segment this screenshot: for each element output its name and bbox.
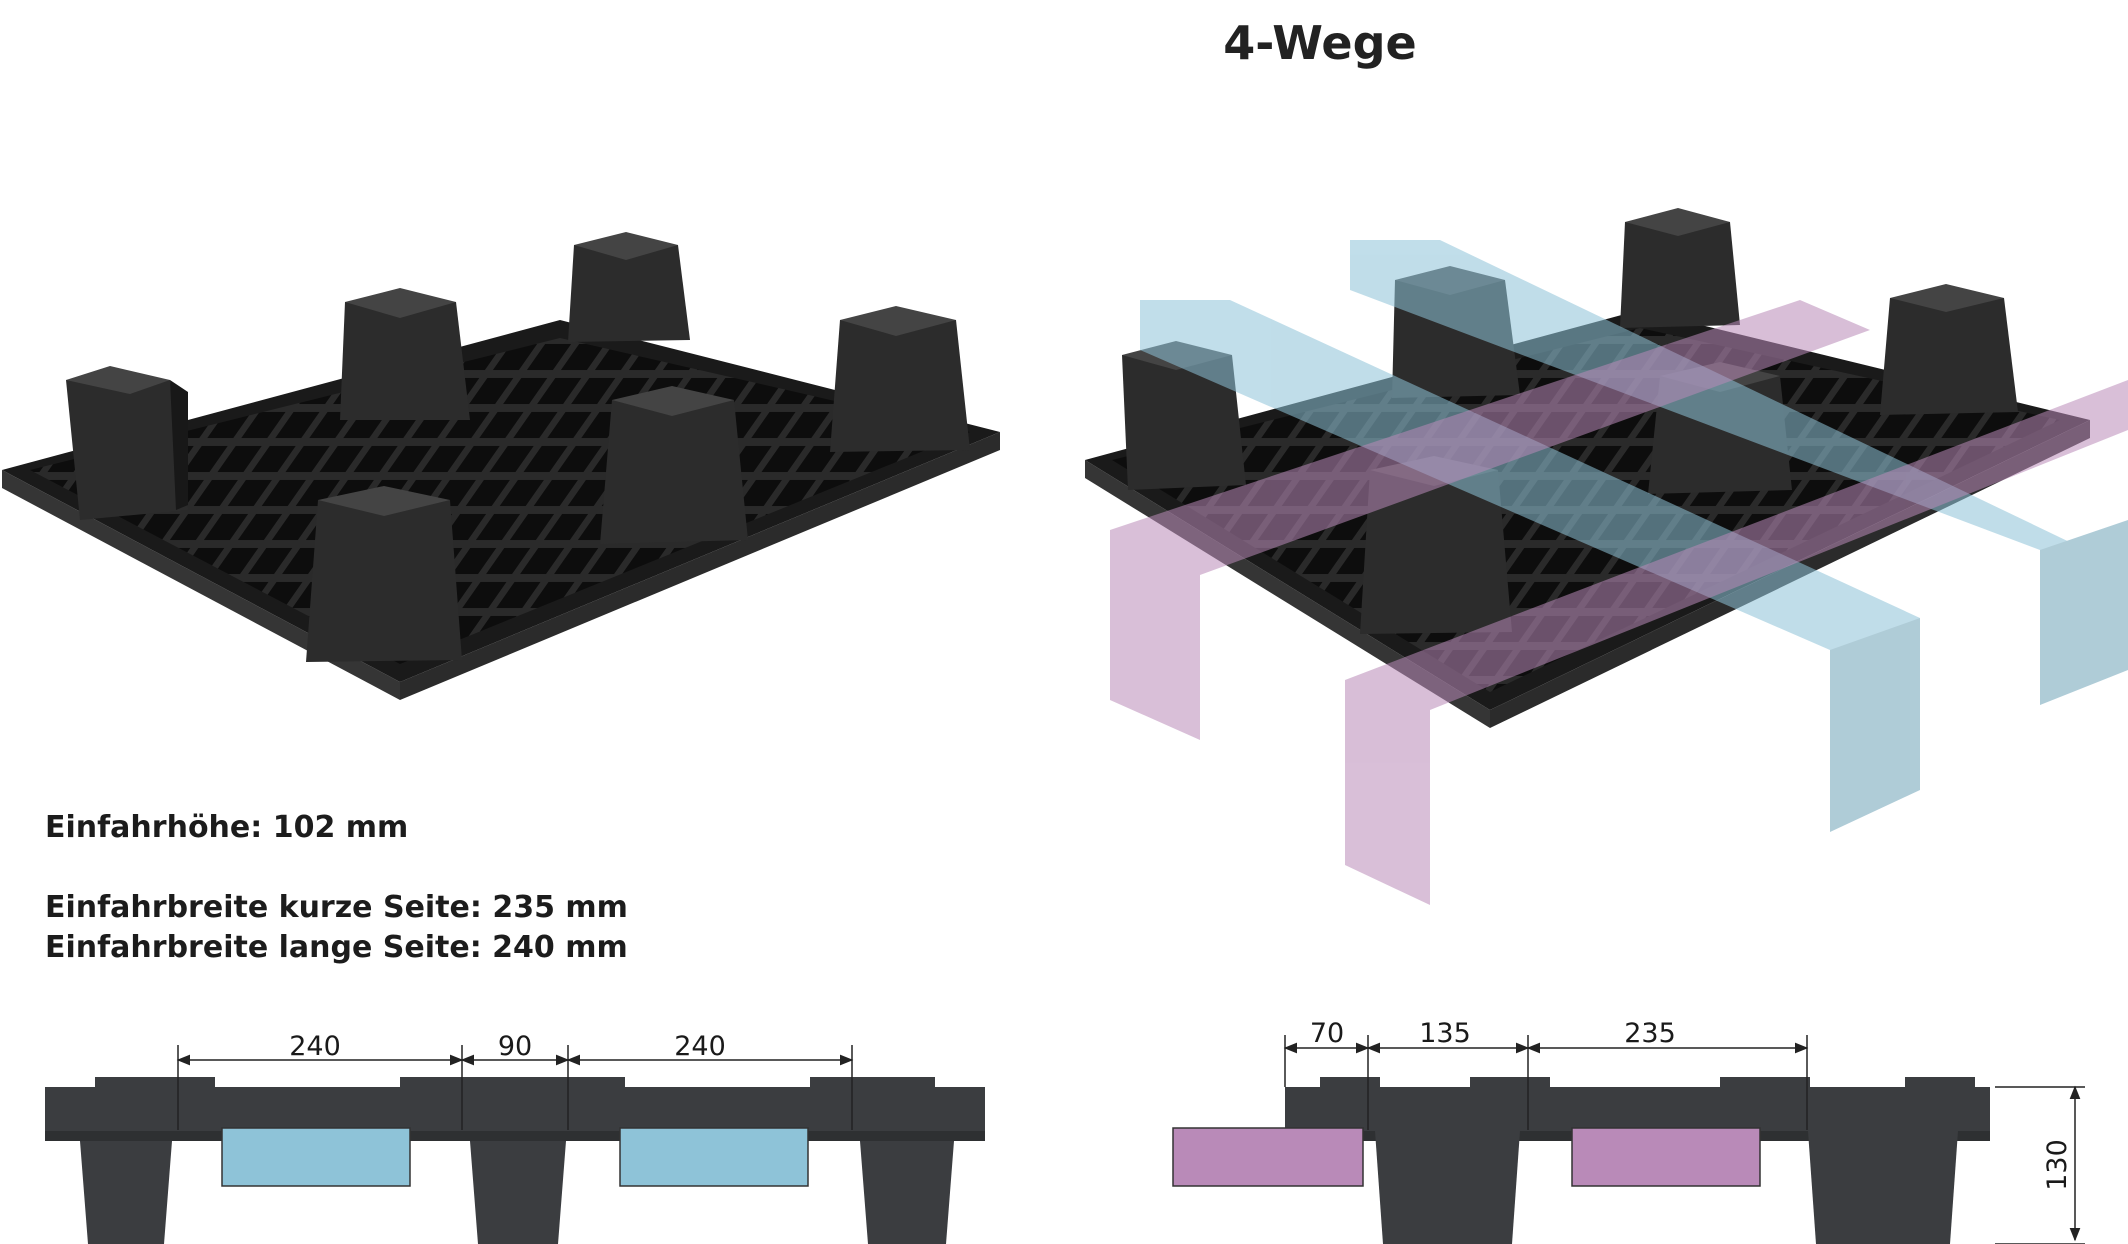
- fork-blue: [1140, 240, 2128, 832]
- fork-opening-purple: [1172, 1127, 1364, 1187]
- pallet-block: [66, 366, 188, 520]
- pallet-block: [1880, 284, 2018, 415]
- pallet-block: [568, 232, 690, 342]
- pallet-block: [830, 306, 970, 452]
- fork-opening-blue: [221, 1127, 411, 1187]
- side-view-long: 240 90 240: [45, 1031, 985, 1244]
- pallet-3d-right: [1085, 208, 2128, 905]
- dimension-label: 240: [289, 1031, 341, 1062]
- fork-opening-purple: [1571, 1127, 1761, 1187]
- pallet-block: [600, 386, 748, 544]
- spec-entry-width-short: Einfahrbreite kurze Seite: 235 mm: [45, 890, 628, 925]
- dimension-label: 240: [674, 1031, 726, 1062]
- dimension-label: 135: [1419, 1018, 1471, 1049]
- spec-entry-height: Einfahrhöhe: 102 mm: [45, 810, 409, 845]
- page-title: 4-Wege: [1223, 16, 1417, 70]
- pallet-block: [340, 288, 470, 420]
- fork-purple: [1110, 300, 2128, 905]
- fork-opening-blue: [619, 1127, 809, 1187]
- pallet-block: [1620, 208, 1740, 328]
- dimension-label: 90: [498, 1031, 532, 1062]
- dimension-label-height: 130: [2042, 1139, 2073, 1191]
- dimension-label: 235: [1624, 1018, 1676, 1049]
- pallet-block: [306, 486, 462, 662]
- dimension-label: 70: [1310, 1018, 1344, 1049]
- spec-entry-width-long: Einfahrbreite lange Seite: 240 mm: [45, 930, 628, 965]
- side-view-short: 70 135 235 130: [1172, 1018, 2085, 1244]
- pallet-3d-left: [2, 232, 1000, 700]
